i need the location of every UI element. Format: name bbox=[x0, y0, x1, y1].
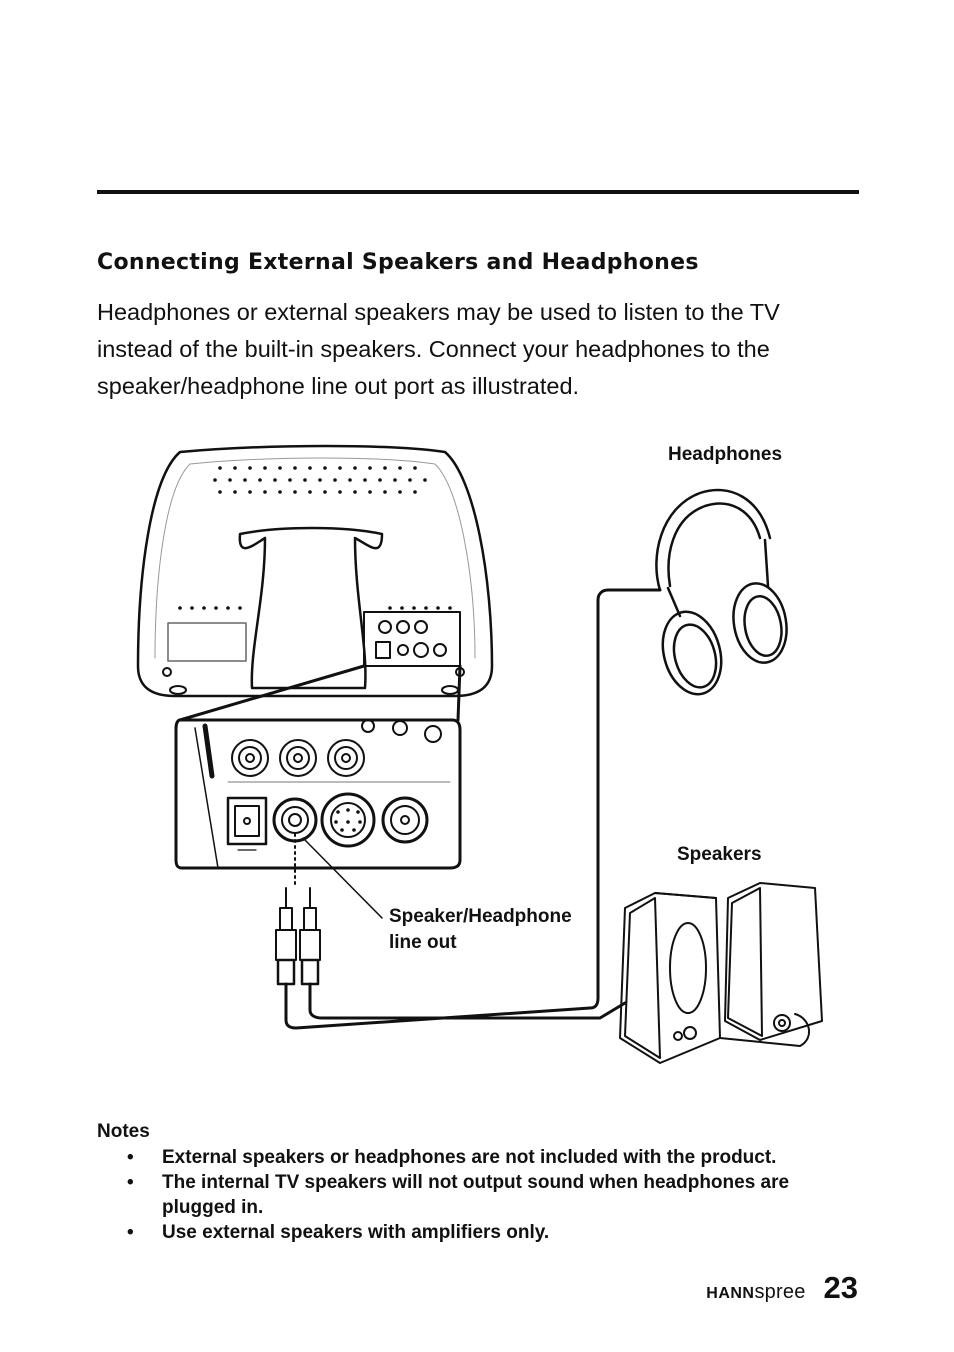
tv-stand bbox=[238, 526, 384, 690]
line-out-label: Speaker/Headphone line out bbox=[389, 904, 572, 956]
rear-port-panel-small bbox=[363, 611, 461, 667]
section-title: Connecting External Speakers and Headpho… bbox=[97, 250, 699, 275]
tv-back-shell bbox=[136, 444, 494, 698]
page-footer: HANNspree 23 bbox=[706, 1270, 858, 1306]
audio-plugs bbox=[275, 887, 321, 986]
page-number: 23 bbox=[823, 1270, 858, 1305]
note-text: External speakers or headphones are not … bbox=[162, 1147, 777, 1168]
note-text: The internal TV speakers will not output… bbox=[162, 1172, 790, 1218]
speakers-drawing bbox=[619, 882, 823, 1064]
connection-illustration: Headphones Speakers Speaker/Headphone li… bbox=[120, 438, 840, 1078]
bullet-icon: • bbox=[127, 1222, 134, 1243]
rca-jacks bbox=[231, 739, 365, 777]
top-rule bbox=[97, 190, 859, 194]
note-item: • The internal TV speakers will not outpu… bbox=[97, 1170, 857, 1220]
vent-holes bbox=[178, 466, 452, 610]
intro-paragraph: Headphones or external speakers may be u… bbox=[97, 299, 780, 399]
note-item: • Use external speakers with amplifiers o… bbox=[97, 1220, 857, 1245]
speaker-cable bbox=[308, 982, 627, 1020]
headphones-drawing bbox=[655, 488, 788, 696]
speakers-label: Speakers bbox=[677, 844, 762, 865]
line-out-label-line1: Speaker/Headphone bbox=[389, 906, 572, 927]
dc-input-port bbox=[226, 796, 268, 846]
brand-logo: HANNspree bbox=[706, 1281, 806, 1303]
bullet-icon: • bbox=[127, 1172, 134, 1193]
rear-port-panel-zoom bbox=[174, 718, 462, 870]
line-out-label-line2: line out bbox=[389, 932, 457, 953]
notes-list: • External speakers or headphones are not… bbox=[97, 1145, 857, 1245]
headphone-cable bbox=[284, 588, 662, 1030]
note-item: • External speakers or headphones are not… bbox=[97, 1145, 857, 1170]
bullet-icon: • bbox=[127, 1147, 134, 1168]
headphones-label: Headphones bbox=[668, 444, 783, 465]
connection-diagram bbox=[136, 444, 823, 1064]
notes-heading: Notes bbox=[97, 1121, 150, 1142]
note-text: Use external speakers with amplifiers on… bbox=[162, 1222, 550, 1243]
